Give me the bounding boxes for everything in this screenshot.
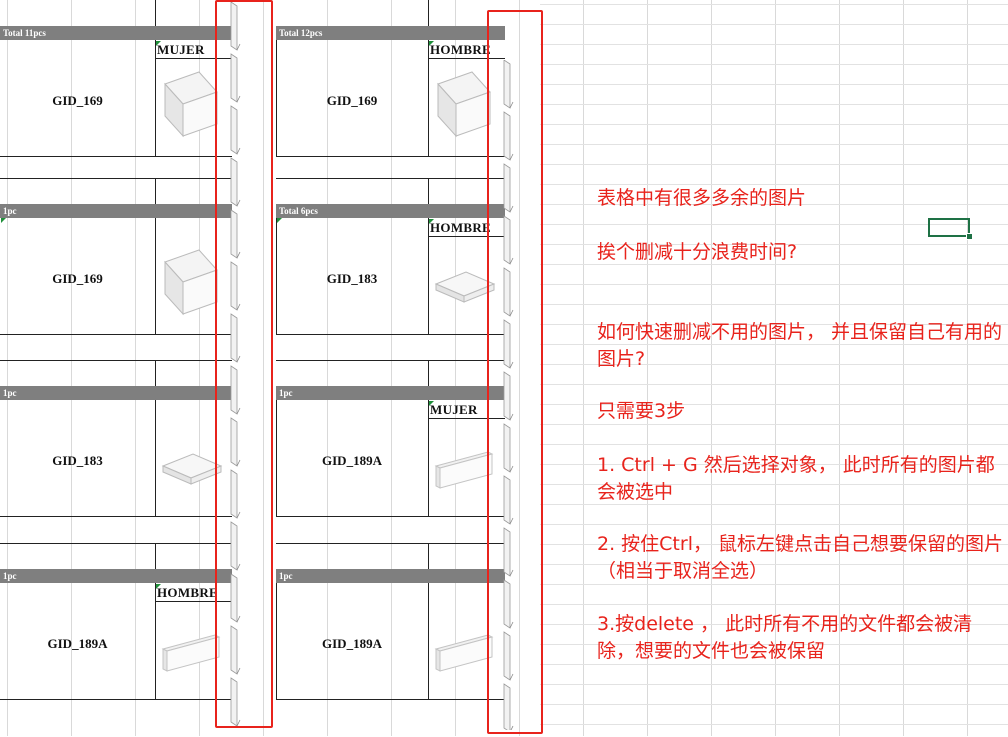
product-id: GID_169	[52, 271, 103, 286]
gender-label: HOMBRE	[430, 42, 492, 57]
card-divider	[428, 178, 429, 204]
card-left-border	[276, 40, 277, 157]
card-bottom-border	[276, 699, 505, 700]
stacked-images-strip[interactable]	[503, 59, 515, 733]
quantity-header: 1pc	[276, 386, 505, 400]
gender-underline	[428, 418, 505, 419]
highlight-box-right	[487, 10, 543, 734]
card-bottom-border	[0, 334, 232, 335]
note-line-2: 挨个删减十分浪费时间?	[597, 241, 798, 263]
product-image[interactable]	[159, 70, 223, 145]
card-divider	[155, 0, 156, 26]
product-id: GID_169	[52, 93, 103, 108]
card-top-border	[276, 543, 505, 544]
quantity-header: 1pc	[0, 386, 232, 400]
card-divider	[155, 40, 156, 157]
card-divider	[428, 40, 429, 157]
comment-marker	[156, 584, 161, 589]
note-step-2: 2. 按住Ctrl， 鼠标左键点击自己想要保留的图片 （相当于取消全选）	[597, 533, 1004, 582]
card-top-border	[0, 543, 232, 544]
note-line-3: 如何快速删减不用的图片， 并且保留自己有用的图片?	[597, 321, 1003, 370]
card-top-border	[276, 178, 505, 179]
product-image[interactable]	[159, 613, 223, 688]
comment-marker	[429, 219, 434, 224]
note-line-4: 只需要3步	[597, 400, 686, 422]
product-image[interactable]	[159, 248, 223, 323]
spreadsheet-row-lines	[540, 0, 1008, 736]
product-image[interactable]	[432, 613, 496, 688]
selected-cell[interactable]	[928, 218, 970, 237]
gender-label: MUJER	[430, 402, 478, 417]
quantity-header: 1pc	[276, 569, 505, 583]
card-bottom-border	[0, 156, 232, 157]
gender-label: MUJER	[157, 42, 205, 57]
quantity-header: Total 11pcs	[0, 26, 232, 40]
quantity-header: 1pc	[0, 569, 232, 583]
card-bottom-border	[0, 699, 232, 700]
comment-marker	[277, 218, 282, 223]
comment-marker	[429, 401, 434, 406]
gender-label: HOMBRE	[430, 220, 492, 235]
card-divider	[428, 360, 429, 386]
card-divider	[428, 0, 429, 26]
card-bottom-border	[276, 516, 505, 517]
note-step-1: 1. Ctrl + G 然后选择对象， 此时所有的图片都会被选中	[597, 454, 995, 503]
card-divider	[155, 543, 156, 569]
card-divider	[155, 178, 156, 204]
card-divider	[155, 360, 156, 386]
product-image[interactable]	[432, 248, 496, 323]
product-image[interactable]	[432, 430, 496, 505]
card-divider	[155, 583, 156, 700]
product-id: GID_189A	[322, 453, 382, 468]
card-bottom-border	[276, 156, 505, 157]
highlight-box-left	[215, 0, 273, 728]
comment-marker	[1, 218, 6, 223]
card-divider	[155, 218, 156, 335]
card-divider	[428, 543, 429, 569]
card-divider	[428, 218, 429, 335]
product-image[interactable]	[159, 430, 223, 505]
gender-underline	[428, 58, 505, 59]
stacked-images-strip[interactable]	[230, 1, 242, 732]
card-left-border	[276, 583, 277, 700]
gender-underline	[428, 236, 505, 237]
card-divider	[428, 400, 429, 517]
card-top-border	[276, 360, 505, 361]
gender-underline	[155, 58, 232, 59]
quantity-header: Total 6pcs	[276, 204, 505, 218]
fill-handle[interactable]	[966, 233, 973, 240]
card-left-border	[276, 218, 277, 335]
gender-underline	[155, 601, 232, 602]
card-bottom-border	[0, 516, 232, 517]
quantity-header: Total 12pcs	[276, 26, 505, 40]
quantity-header: 1pc	[0, 204, 232, 218]
product-id: GID_183	[326, 271, 378, 286]
product-id: GID_189A	[47, 636, 108, 651]
note-line-1: 表格中有很多多余的图片	[597, 187, 807, 209]
gender-label: HOMBRE	[157, 585, 219, 600]
product-image[interactable]	[432, 70, 496, 145]
card-top-border	[0, 178, 232, 179]
card-top-border	[0, 360, 232, 361]
note-step-3: 3.按delete ， 此时所有不用的文件都会被清除，想要的文件也会被保留	[597, 613, 973, 662]
comment-marker	[156, 41, 161, 46]
card-bottom-border	[276, 334, 505, 335]
card-divider	[428, 583, 429, 700]
comment-marker	[429, 41, 434, 46]
card-divider	[155, 400, 156, 517]
card-left-border	[276, 400, 277, 517]
product-id: GID_169	[326, 93, 378, 108]
product-id: GID_189A	[322, 636, 382, 651]
product-id: GID_183	[52, 453, 103, 468]
